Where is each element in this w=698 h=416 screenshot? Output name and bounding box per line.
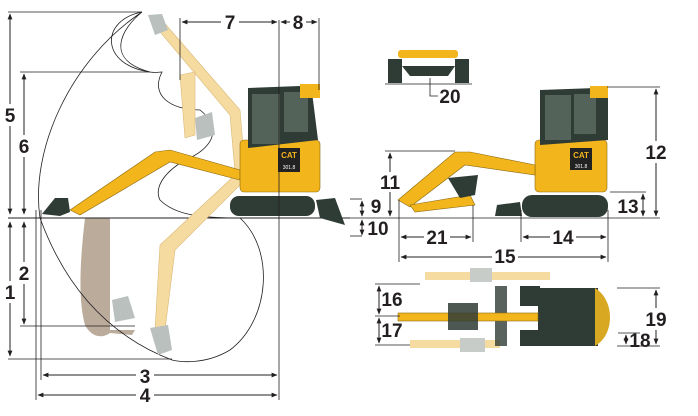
side-view-travel: CAT 301.8 (350, 86, 660, 262)
bucket-raised (148, 14, 168, 35)
dim-label-3: 3 (140, 367, 151, 388)
dim-label-17: 17 (381, 321, 402, 342)
boom-lowered (154, 174, 246, 331)
cab-window (284, 92, 308, 132)
brand-badge-text: CAT (281, 151, 297, 160)
bucket-mid (195, 112, 215, 140)
bucket-trench (112, 296, 135, 322)
dim-label-8: 8 (293, 13, 304, 34)
dim-label-2: 2 (19, 264, 30, 285)
arm-raised (179, 71, 196, 139)
dim-label-15: 15 (494, 247, 516, 268)
side-view-working-range: CAT 301.8 (7, 11, 350, 400)
top-view: 16 17 18 19 (375, 268, 669, 352)
dim-label-12: 12 (645, 143, 666, 164)
dimension-labels-left: 5 6 1 2 3 4 7 8 (2, 12, 306, 407)
front-view: 20 (385, 50, 472, 108)
dim-label-1: 1 (5, 283, 16, 304)
dim-label-6: 6 (19, 137, 30, 158)
dim-label-5: 5 (5, 106, 16, 127)
dim-label-11: 11 (380, 173, 401, 194)
dim-label-16: 16 (381, 290, 402, 311)
dim-label-4: 4 (140, 386, 151, 407)
dim-label-14: 14 (552, 228, 574, 249)
dim-label-7: 7 (225, 13, 236, 34)
dim-label-19: 19 (645, 310, 666, 331)
dim-label-18: 18 (629, 331, 650, 352)
trench-soil (80, 218, 135, 337)
dozer-blade (316, 198, 345, 225)
cat-badge (278, 148, 300, 172)
model-badge-text: 301.8 (283, 165, 296, 171)
boom-raised (149, 17, 246, 173)
main-bucket (42, 198, 70, 216)
bucket-low (150, 325, 172, 355)
dim-label-10: 10 (367, 219, 388, 240)
excavator-side-left: CAT 301.8 (230, 84, 345, 225)
cab-window (252, 94, 280, 144)
track (230, 196, 315, 216)
model-badge-text-2: 301.8 (575, 164, 588, 170)
envelope-inner (111, 11, 151, 73)
dim-label-21: 21 (426, 228, 448, 249)
dim-label-20: 20 (439, 87, 460, 108)
brand-badge-text-2: CAT (573, 151, 589, 160)
dimension-labels-right: 9 10 11 12 13 21 14 15 (367, 141, 669, 268)
dim-label-9: 9 (371, 197, 382, 218)
roof (300, 84, 320, 98)
dim-label-13: 13 (617, 197, 638, 218)
